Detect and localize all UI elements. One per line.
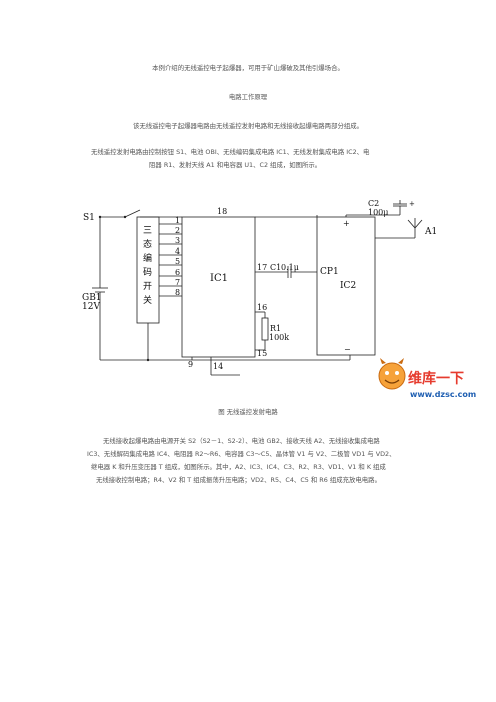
- figure-caption: 图 无线遥控发射电路: [218, 408, 278, 416]
- r1-label: R1: [270, 324, 281, 333]
- paragraph-3-line-3: 继电器 K 和升压变压器 T 组成，如图所示。其中，A2、IC3、IC4、C3、…: [91, 463, 386, 471]
- paragraph-2-line-1: 无线遥控发射电路由控制按钮 S1、电池 OBI、无线编码集成电路 IC1、无线发…: [91, 148, 370, 156]
- paragraph-3-line-1: 无线接收起爆电路由电源开关 S2（S2－1、S2-2）、电池 GB2、接收天线 …: [103, 437, 380, 445]
- gb1-voltage-label: 12V: [82, 302, 100, 312]
- c2-plus-label: +: [409, 200, 415, 208]
- switch-char-1: 三: [143, 226, 152, 236]
- pin-6-label: 6: [175, 268, 180, 277]
- paragraph-3-line-2: IC3、无线解码集成电路 IC4、电阻器 R2～R6、电容器 C3～C5、晶体管…: [87, 450, 396, 458]
- pin-17-label: 17: [257, 263, 267, 272]
- pin-14-label: 14: [213, 362, 223, 371]
- intro-text: 本例介绍的无线遥控电子起爆器，可用于矿山爆破及其他引爆场合。: [152, 64, 344, 72]
- section-title: 电路工作原理: [228, 93, 268, 101]
- ic2-minus-label: −: [344, 345, 351, 354]
- s1-label: S1: [83, 213, 95, 223]
- pin-2-label: 2: [175, 226, 180, 235]
- paragraph-2-line-2: 阻器 R1、发射天线 A1 和电容器 U1、C2 组成，如图所示。: [149, 161, 322, 169]
- pin-7-label: 7: [175, 278, 180, 287]
- paragraph-3-line-4: 无线接收控制电路；R4、V2 和 T 组成振荡升压电路；VD2、R5、C4、C5…: [96, 476, 381, 484]
- transmitter-circuit-diagram: S1 GB1 12V 三 态 编 码 开 关 1 2 3 4 5 6 7 8 1…: [82, 200, 437, 376]
- watermark-url: www.dzsc.com: [410, 390, 476, 399]
- switch-char-3: 编: [143, 252, 152, 264]
- watermark-brand: 维库一下: [408, 370, 464, 387]
- ic2-label: IC2: [340, 281, 356, 291]
- gb1-label: GB1: [82, 293, 102, 303]
- c2-label: C2: [368, 200, 379, 208]
- pin-8-label: 8: [175, 288, 180, 297]
- ic2-plus-label: +: [343, 219, 350, 228]
- mascot-icon: [378, 362, 406, 390]
- pin-5-label: 5: [175, 257, 180, 266]
- r1-value-label: 100k: [269, 333, 289, 342]
- c1-value-label: 0.1μ: [281, 263, 299, 272]
- pin-3-label: 3: [175, 236, 180, 245]
- switch-char-4: 码: [143, 267, 152, 278]
- pin-18-label: 18: [217, 207, 227, 216]
- pin-9-label: 9: [188, 360, 193, 369]
- cp1-label: CP1: [320, 267, 339, 277]
- switch-char-2: 态: [143, 238, 152, 250]
- c1-label: C1: [270, 263, 281, 272]
- pin-16-label: 16: [257, 303, 267, 312]
- pin-15-label: 15: [257, 349, 267, 358]
- switch-char-6: 关: [143, 294, 152, 306]
- pin-4-label: 4: [175, 247, 180, 256]
- ic1-label: IC1: [210, 273, 228, 284]
- c2-value-label: 100μ: [368, 208, 388, 217]
- switch-char-5: 开: [143, 281, 152, 292]
- a1-label: A1: [424, 227, 437, 237]
- pin-1-label: 1: [175, 216, 180, 225]
- dzsc-watermark: 维库一下 www.dzsc.com: [372, 358, 490, 404]
- paragraph-1: 该无线遥控电子起爆器电路由无线遥控发射电路和无线接收起爆电路两部分组成。: [132, 122, 364, 130]
